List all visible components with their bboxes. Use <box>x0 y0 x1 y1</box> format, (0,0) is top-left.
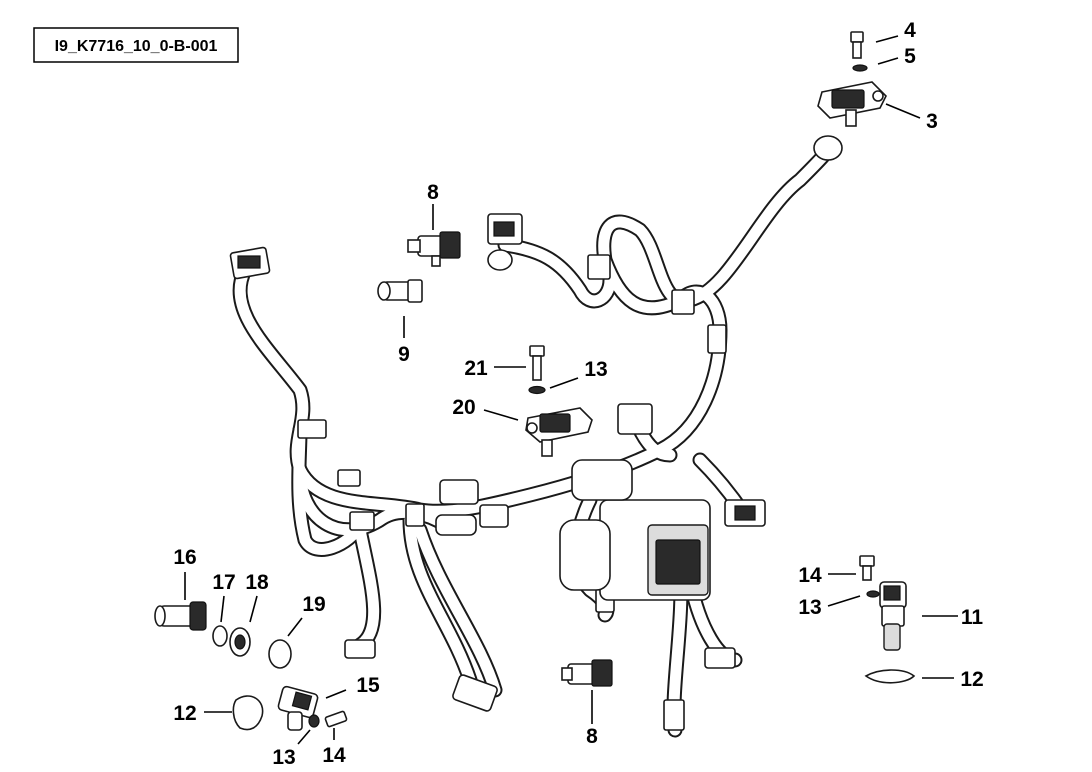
part-17-o-ring <box>212 625 228 647</box>
part-19-o-ring <box>268 639 292 669</box>
callout-14-right: 14 <box>798 564 822 587</box>
callout-4: 4 <box>904 19 916 42</box>
part-16-pressure-switch <box>154 601 207 631</box>
part-14-bolt-right <box>859 555 875 581</box>
callout-15: 15 <box>356 674 380 697</box>
callout-5: 5 <box>904 45 916 68</box>
part-4-bolt <box>850 31 864 59</box>
part-15-sensor <box>277 685 319 731</box>
part-20-sensor <box>525 407 593 457</box>
callout-16: 16 <box>173 546 196 569</box>
part-5-washer <box>852 64 868 72</box>
part-21-bolt <box>529 345 545 381</box>
callout-13-mid: 13 <box>584 358 607 381</box>
callout-20: 20 <box>452 396 475 419</box>
part-18-adapter <box>229 627 251 657</box>
callout-3: 3 <box>926 110 938 133</box>
part-3-sensor <box>817 81 887 127</box>
callout-12-right: 12 <box>960 668 983 691</box>
part-14-bolt-left <box>324 710 348 728</box>
callout-labels: 4 5 3 8 9 21 13 20 16 17 18 19 12 15 13 … <box>173 19 983 769</box>
part-13-washer-right <box>866 590 880 598</box>
leader-lines <box>184 35 958 745</box>
callout-18: 18 <box>245 571 269 594</box>
part-12-gasket-left <box>232 695 264 731</box>
part-12-gasket-right <box>864 669 916 684</box>
callout-21: 21 <box>464 357 488 380</box>
callout-11: 11 <box>961 606 984 629</box>
wiring-harness <box>229 135 843 738</box>
part-8-sensor-top <box>407 231 461 267</box>
callout-8-bottom: 8 <box>586 725 598 748</box>
callout-9: 9 <box>398 343 410 366</box>
part-9-plug <box>377 279 423 303</box>
part-8-sensor-bottom <box>561 659 613 687</box>
callout-14-left: 14 <box>322 744 346 767</box>
callout-8-top: 8 <box>427 181 439 204</box>
callout-13-left: 13 <box>272 746 295 769</box>
harness-connectors <box>229 135 843 731</box>
callout-13-right: 13 <box>798 596 821 619</box>
reference-box: I9_K7716_10_0-B-001 <box>33 27 239 63</box>
part-11-speed-sensor <box>879 581 907 651</box>
ecu-connector <box>559 459 711 601</box>
callout-19: 19 <box>302 593 325 616</box>
part-13-washer-left <box>308 714 320 728</box>
reference-code: I9_K7716_10_0-B-001 <box>55 38 218 55</box>
callout-17: 17 <box>212 571 235 594</box>
callout-12-left: 12 <box>173 702 196 725</box>
part-13-washer-mid <box>528 385 546 395</box>
